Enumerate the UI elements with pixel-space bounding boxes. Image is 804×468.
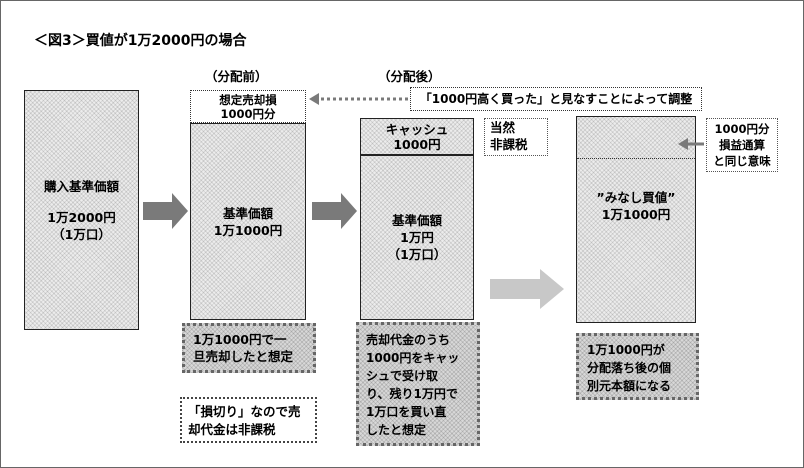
repurchase-line: 売却代金のうち (366, 333, 451, 347)
nav-before-line: 基準価額 (222, 205, 273, 221)
repurchase-line: 1万口を買い直 (366, 405, 447, 419)
sale-assumption-note: 1万1000円で一 旦売却したと想定 (182, 323, 316, 373)
callout-pointer-head (309, 93, 319, 105)
nav-after-box: 基準価額 1万円 （1万口） (360, 155, 474, 320)
purchase-line: 購入基準価額 (43, 178, 119, 194)
purchase-price-box: 購入基準価額 1万2000円 （1万口） (24, 90, 139, 330)
deemed-price-box: ”みなし買値” 1万1000円 (576, 116, 696, 323)
label-after: （分配後） (378, 69, 441, 84)
loss-offset-line: 損益通算 (719, 138, 765, 152)
nav-after-line: （1万口） (387, 247, 447, 262)
loss-offset-note: 1000円分 損益通算 と同じ意味 (706, 118, 778, 172)
nav-after-line: 基準価額 (391, 213, 442, 228)
flow-arrow-3 (490, 269, 564, 309)
diagram-title: ＜図3＞買値が1万2000円の場合 (34, 33, 247, 49)
sale-assumption-line: 1万1000円で一 (193, 332, 287, 347)
individual-principal-line: 別元本額になる (587, 379, 672, 393)
non-taxable-line: 非課税 (490, 137, 528, 152)
individual-principal-line: 1万1000円が (587, 343, 665, 357)
assumed-loss-line: 想定売却損 (219, 92, 277, 107)
repurchase-line: したと想定 (366, 423, 427, 437)
repurchase-line: り、残り1万円で (366, 387, 458, 401)
adjustment-callout: 「1000円高く買った」と見なすことによって調整 (410, 87, 702, 111)
assumed-loss-box: 想定売却損 1000円分 (190, 90, 306, 123)
nav-before-box: 基準価額 1万1000円 (190, 123, 306, 320)
cash-line: 1000円 (393, 136, 441, 152)
repurchase-line: 1000円をキャッ (366, 351, 460, 365)
stop-loss-line: 却代金は非課税 (188, 422, 276, 437)
assumed-loss-line: 1000円分 (220, 106, 276, 121)
repurchase-line: シュで受け取 (366, 369, 439, 383)
loss-pointer-head (678, 138, 688, 150)
nav-before-line: 1万1000円 (213, 222, 283, 238)
nav-after-line: 1万円 (400, 230, 434, 245)
individual-principal-line: 分配落ち後の個 (587, 361, 672, 375)
sale-assumption-line: 旦売却したと想定 (193, 349, 294, 364)
label-before: （分配前） (205, 69, 268, 84)
purchase-line: （1万口） (52, 226, 111, 242)
deemed-divider (577, 158, 695, 159)
stop-loss-note: 「損切り」なので売 却代金は非課税 (180, 397, 317, 443)
deemed-text: ”みなし買値” 1万1000円 (577, 189, 695, 223)
loss-offset-line: 1000円分 (714, 122, 770, 136)
deemed-line: ”みなし買値” (596, 190, 676, 205)
stop-loss-line: 「損切り」なので売 (188, 404, 301, 419)
flow-arrow-2 (312, 193, 357, 229)
repurchase-note: 売却代金のうち 1000円をキャッ シュで受け取 り、残り1万円で 1万口を買い… (356, 322, 480, 446)
cash-box: キャッシュ 1000円 (360, 118, 474, 155)
flow-arrow-1 (143, 193, 188, 229)
deemed-line: 1万1000円 (601, 207, 671, 222)
loss-offset-line: と同じ意味 (713, 154, 771, 168)
non-taxable-note: 当然 非課税 (484, 118, 548, 156)
purchase-line: 1万2000円 (47, 209, 116, 225)
individual-principal-note: 1万1000円が 分配落ち後の個 別元本額になる (576, 333, 699, 400)
non-taxable-line: 当然 (490, 120, 516, 135)
cash-line: キャッシュ (385, 121, 449, 137)
